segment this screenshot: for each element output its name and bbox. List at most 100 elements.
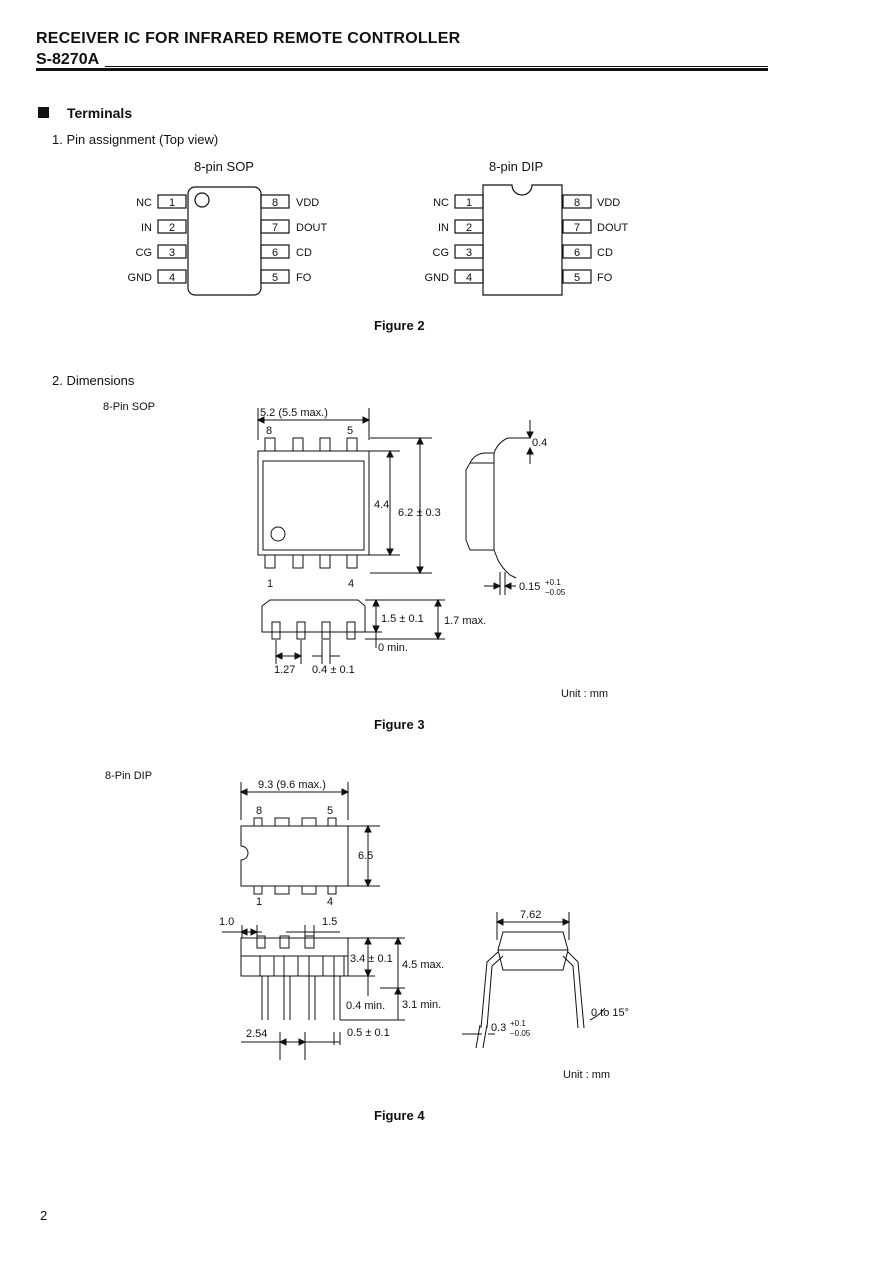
dip-pin5-label: 5 — [327, 805, 333, 817]
pin-assignment-heading: 1. Pin assignment (Top view) — [52, 132, 219, 147]
sop-pin-box-8 — [260, 194, 290, 209]
dip-pin-label: 8-pin DIP — [489, 159, 544, 174]
sop-pin-number-4: 4 — [169, 272, 175, 284]
dip-pin-number-1: 1 — [466, 197, 472, 209]
figure-2-caption: Figure 2 — [374, 318, 425, 333]
dip-pin-name-5: FO — [597, 272, 613, 284]
dip-pin-name-6: CD — [597, 247, 613, 259]
dip-pin-box-6 — [562, 244, 592, 259]
sop-pin-box-1 — [157, 194, 187, 209]
sop-pin-name-4: GND — [128, 272, 153, 284]
dip-pin-number-5: 5 — [574, 272, 580, 284]
sop-pin-number-6: 6 — [272, 247, 278, 259]
dip-end-right-dim: 1.5 — [322, 916, 337, 928]
sop-body-height-dim: 4.4 — [374, 499, 389, 511]
dip-seat-min-dim: 0.4 min. — [346, 1000, 385, 1012]
sop-pin-name-7: DOUT — [296, 222, 327, 234]
page-number: 2 — [40, 1208, 48, 1223]
sop-body-thickness-dim: 1.5 ± 0.1 — [381, 613, 424, 625]
dip-row-spacing-dim: 7.62 — [520, 909, 541, 921]
sop-lead-thickness-dim: 0.4 — [532, 437, 547, 449]
sop-pin-number-7: 7 — [272, 222, 278, 234]
dip-pin1-label: 1 — [256, 896, 262, 908]
dip-pin-name-8: VDD — [597, 197, 620, 209]
dip-pin-name-1: NC — [433, 197, 449, 209]
sop-package-top — [187, 186, 262, 296]
sop-pin-name-8: VDD — [296, 197, 319, 209]
dip-body-width-dim: 6.5 — [358, 850, 373, 862]
dip-lead-thickness-minus: −0.05 — [510, 1029, 531, 1038]
dip-pin-box-8 — [562, 194, 592, 209]
sop-pin-box-5 — [260, 269, 290, 284]
header-rule-thin — [105, 66, 768, 67]
sop-unit-label: Unit : mm — [561, 688, 609, 700]
dip-length-dim: 9.3 (9.6 max.) — [258, 779, 326, 791]
sop-pin-name-3: CG — [136, 247, 153, 259]
sop-pin-name-5: FO — [296, 272, 312, 284]
dip-body-outline — [240, 825, 349, 887]
part-number: S-8270A — [36, 51, 100, 68]
dip-pin-number-3: 3 — [466, 247, 472, 259]
dip-pin-box-5 — [562, 269, 592, 284]
sop-pin-box-4 — [157, 269, 187, 284]
sop-pin-number-5: 5 — [272, 272, 278, 284]
sop-pin-width-dim: 0.4 ± 0.1 — [312, 664, 355, 676]
sop-total-height-dim: 6.2 ± 0.3 — [398, 507, 441, 519]
sop-pin-box-7 — [260, 219, 290, 234]
dip-pin-number-4: 4 — [466, 272, 472, 284]
sop-pin-number-3: 3 — [169, 247, 175, 259]
dip-angle-dim: 0 to 15° — [591, 1007, 629, 1019]
dip-pin-box-4 — [454, 269, 484, 284]
sop-body-outline — [257, 450, 370, 556]
header-rule — [36, 68, 768, 71]
dip-lead-thickness-dim: 0.3 — [491, 1022, 506, 1034]
dip-pin-number-7: 7 — [574, 222, 580, 234]
dip-lead-length-dim: 3.1 min. — [402, 999, 441, 1011]
dip-pin-box-7 — [562, 219, 592, 234]
sop-pin5-label: 5 — [347, 425, 353, 437]
sop-width-dim: 5.2 (5.5 max.) — [260, 407, 328, 419]
dip-pin8-label: 8 — [256, 805, 262, 817]
dip-pin-name-4: GND — [425, 272, 450, 284]
dip-max-height-dim: 4.5 max. — [402, 959, 444, 971]
dip-pin-number-6: 6 — [574, 247, 580, 259]
sop-pin-name-2: IN — [141, 222, 152, 234]
dip-pin-name-7: DOUT — [597, 222, 628, 234]
sop-pin-number-8: 8 — [272, 197, 278, 209]
sop-standoff-dim: 0 min. — [378, 642, 408, 654]
sop-pin-box-2 — [157, 219, 187, 234]
section-title: Terminals — [67, 105, 133, 121]
dip-end-view — [497, 931, 569, 951]
figure-4-caption: Figure 4 — [374, 1108, 425, 1123]
sop-pin1-label: 1 — [267, 578, 273, 590]
dip-pitch-dim: 2.54 — [246, 1028, 267, 1040]
dip-body-thickness-dim: 3.4 ± 0.1 — [350, 953, 393, 965]
dip-pin4-label: 4 — [327, 896, 333, 908]
dip-package-top — [482, 184, 563, 296]
sop-pin-box-6 — [260, 244, 290, 259]
sop-pin-box-3 — [157, 244, 187, 259]
dip-pin-number-2: 2 — [466, 222, 472, 234]
document-title: RECEIVER IC FOR INFRARED REMOTE CONTROLL… — [36, 30, 461, 47]
dip-end-left-dim: 1.0 — [219, 916, 234, 928]
dip-pin-name-2: IN — [438, 222, 449, 234]
dip-pin-box-2 — [454, 219, 484, 234]
sop-pin-name-6: CD — [296, 247, 312, 259]
sop-lead-width-dim: 0.15 — [519, 581, 540, 593]
dip-pin-box-1 — [454, 194, 484, 209]
sop-dimensions-label: 8-Pin SOP — [103, 401, 155, 413]
sop-lead-width-minus: −0.05 — [545, 588, 566, 597]
sop-pin-label: 8-pin SOP — [194, 159, 254, 174]
sop-pin-name-1: NC — [136, 197, 152, 209]
sop-max-height-dim: 1.7 max. — [444, 615, 486, 627]
sop-lead-width-plus: +0.1 — [545, 578, 561, 587]
sop-pitch-dim: 1.27 — [274, 664, 295, 676]
figure-3-caption: Figure 3 — [374, 717, 425, 732]
dip-dimensions-label: 8-Pin DIP — [105, 770, 153, 782]
sop-pin-number-2: 2 — [169, 222, 175, 234]
section-bullet-icon — [38, 107, 49, 118]
sop-pin8-label: 8 — [266, 425, 272, 437]
dimensions-heading: 2. Dimensions — [52, 373, 135, 388]
dip-unit-label: Unit : mm — [563, 1069, 611, 1081]
